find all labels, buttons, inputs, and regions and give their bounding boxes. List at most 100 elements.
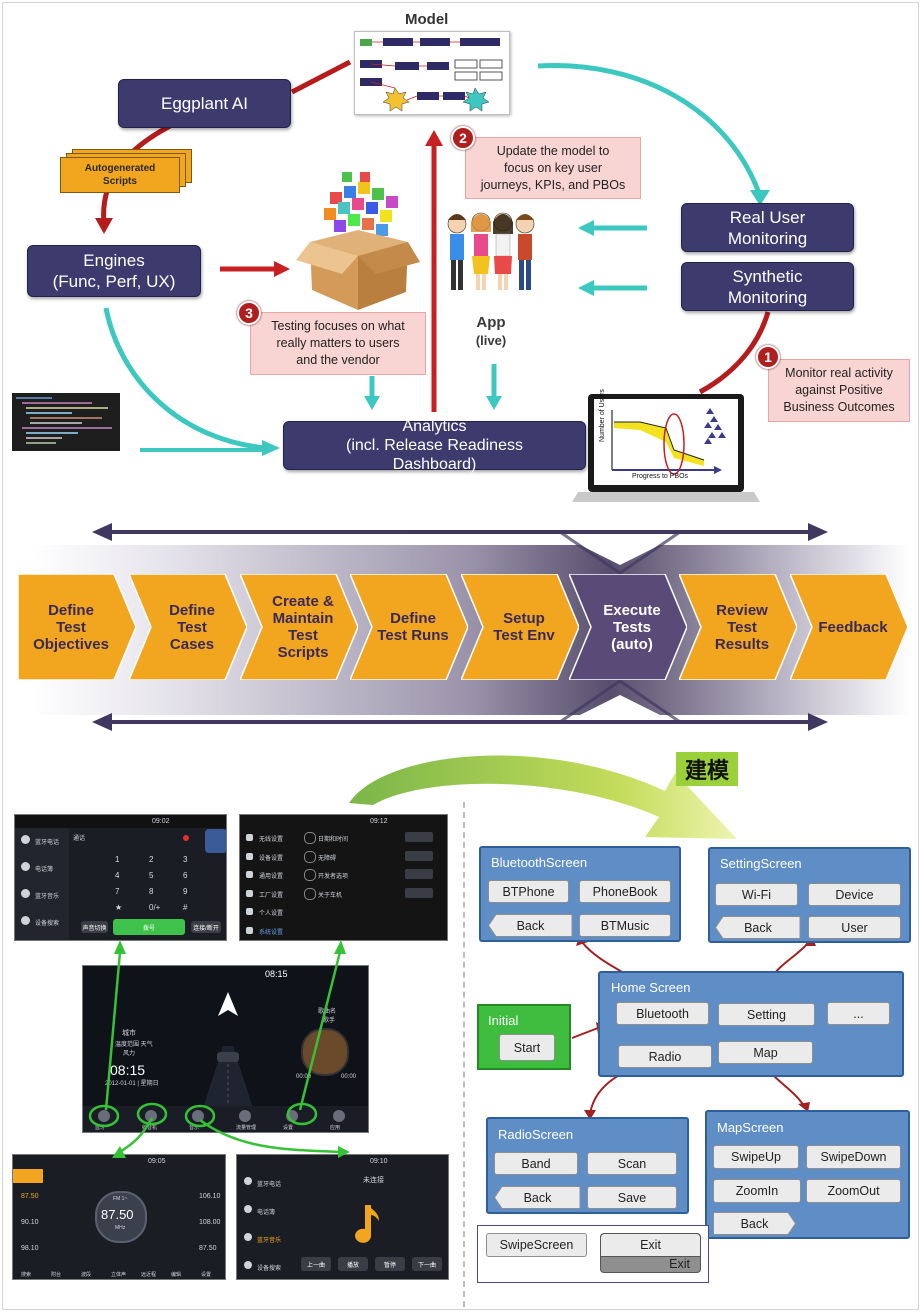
- legend-box: SwipeScreen Exit Exit: [477, 1225, 709, 1283]
- swipeup-button[interactable]: SwipeUp: [713, 1145, 799, 1169]
- keypad-key[interactable]: 4: [115, 871, 120, 880]
- keypad-key[interactable]: #: [183, 903, 188, 912]
- music-menu-item[interactable]: 蓝牙音乐: [257, 1238, 282, 1244]
- radio-preset[interactable]: 87.50: [199, 1245, 217, 1252]
- keypad-key[interactable]: 2: [149, 855, 154, 864]
- keypad-key[interactable]: 9: [183, 887, 188, 896]
- call-menu-item[interactable]: 电话簿: [35, 867, 54, 873]
- settings-menu-icon: [246, 889, 253, 897]
- map-back-button[interactable]: Back: [713, 1212, 796, 1235]
- settings-menu-item[interactable]: 通用设置: [259, 874, 284, 880]
- home-bottom-item[interactable]: 设置: [283, 1125, 294, 1131]
- radio-preset[interactable]: 98.10: [21, 1245, 39, 1252]
- bluetooth-button[interactable]: Bluetooth: [616, 1002, 709, 1025]
- setting-button[interactable]: Setting: [718, 1003, 815, 1026]
- scan-button[interactable]: Scan: [587, 1152, 677, 1175]
- radio-preset[interactable]: 106.10: [199, 1193, 221, 1200]
- analytics-line2: (incl. Release Readiness: [346, 437, 523, 454]
- exit-stack[interactable]: Exit Exit: [600, 1233, 701, 1273]
- swipescreen-button[interactable]: SwipeScreen: [486, 1233, 587, 1257]
- radio-bottom-item[interactable]: 远近程: [141, 1272, 157, 1278]
- keypad-key[interactable]: ★: [115, 903, 123, 912]
- home-date: 2012-01-01 | 星期日: [105, 1081, 159, 1087]
- music-menu-item[interactable]: 电话簿: [257, 1210, 276, 1216]
- home-bottom-item[interactable]: 流量管理: [236, 1125, 257, 1131]
- keypad-key[interactable]: 1: [115, 855, 120, 864]
- dial-button[interactable]: 拨号: [113, 919, 185, 935]
- row-icon: [304, 832, 316, 844]
- call-right-btn[interactable]: 连接/断开: [191, 921, 221, 933]
- device-button[interactable]: Device: [808, 883, 901, 906]
- call-tab: 通话: [73, 836, 86, 842]
- real-user-monitoring-box: Real User Monitoring: [681, 203, 854, 252]
- menu-icon: [21, 862, 30, 871]
- bluetooth-back-button[interactable]: Back: [488, 914, 573, 937]
- more-button[interactable]: ...: [827, 1002, 890, 1025]
- keypad-key[interactable]: 5: [149, 871, 154, 880]
- music-control[interactable]: 上一曲: [301, 1257, 331, 1271]
- radio-bottom-item[interactable]: 搜索: [21, 1272, 32, 1278]
- settings-menu-item[interactable]: 工厂设置: [259, 892, 284, 899]
- music-control[interactable]: 暂停: [375, 1257, 405, 1271]
- radio-bottom-item[interactable]: 波段: [81, 1272, 92, 1278]
- home-bottom-item[interactable]: 收音机: [142, 1125, 158, 1131]
- call-menu-item[interactable]: 设备搜索: [35, 921, 60, 927]
- keypad-key[interactable]: 8: [149, 887, 154, 896]
- home-bottom-item[interactable]: 应用: [330, 1125, 341, 1131]
- call-menu-item[interactable]: 蓝牙电话: [35, 840, 60, 846]
- settings-row[interactable]: 无障碍: [318, 855, 337, 862]
- home-city: 城市: [122, 1030, 136, 1037]
- keypad-key[interactable]: 7: [115, 887, 120, 896]
- home-bottom-item[interactable]: 蓝牙: [95, 1125, 106, 1131]
- zoomin-button[interactable]: ZoomIn: [713, 1179, 801, 1203]
- btphone-button[interactable]: BTPhone: [488, 880, 569, 903]
- music-menu-item[interactable]: 蓝牙电话: [257, 1182, 282, 1188]
- music-menu-item[interactable]: 设备搜索: [257, 1266, 282, 1272]
- music-control[interactable]: 播放: [338, 1257, 368, 1271]
- user-button[interactable]: User: [808, 916, 901, 939]
- badge-1: 1: [756, 345, 780, 369]
- monitor-line2: against Positive: [795, 383, 883, 397]
- settings-menu-item[interactable]: 系统设置: [259, 929, 284, 936]
- eggplant-ai-label: Eggplant AI: [161, 94, 248, 113]
- btmusic-button[interactable]: BTMusic: [579, 914, 671, 937]
- start-button[interactable]: Start: [499, 1034, 555, 1061]
- radio-button[interactable]: Radio: [618, 1045, 712, 1068]
- keypad-key[interactable]: 3: [183, 855, 188, 864]
- phonebook-button[interactable]: PhoneBook: [579, 880, 671, 903]
- settings-menu-item[interactable]: 个人设置: [259, 911, 284, 917]
- settings-menu-item[interactable]: 设备设置: [259, 855, 284, 862]
- synthetic-line2: Monitoring: [727, 287, 808, 307]
- keypad-key[interactable]: 0/+: [149, 903, 161, 912]
- setting-back-button[interactable]: Back: [715, 916, 801, 939]
- call-left-btn[interactable]: 声音切换: [81, 921, 108, 933]
- home-bottom-item[interactable]: 音乐: [189, 1125, 200, 1131]
- music-time: 09:10: [370, 1158, 388, 1165]
- radio-bottom-item[interactable]: 设置: [201, 1272, 212, 1278]
- settings-row[interactable]: 开发者选项: [318, 874, 349, 880]
- settings-row[interactable]: 日期和时间: [318, 837, 349, 843]
- zoomout-button[interactable]: ZoomOut: [806, 1179, 901, 1203]
- music-control[interactable]: 下一曲: [412, 1257, 442, 1271]
- radio-preset[interactable]: 108.00: [199, 1219, 221, 1226]
- keypad-key[interactable]: 6: [183, 871, 188, 880]
- call-menu-item[interactable]: 蓝牙音乐: [35, 894, 60, 900]
- swipedown-button[interactable]: SwipeDown: [806, 1145, 901, 1169]
- radio-preset[interactable]: 87.50: [21, 1193, 39, 1200]
- band-button[interactable]: Band: [494, 1152, 578, 1175]
- map-button[interactable]: Map: [718, 1041, 813, 1064]
- radio-back-button[interactable]: Back: [494, 1186, 581, 1209]
- settings-row[interactable]: 关于车机: [318, 892, 343, 899]
- settings-menu-item[interactable]: 无线设置: [259, 837, 284, 843]
- radio-preset[interactable]: 90.10: [21, 1219, 39, 1226]
- wifi-button[interactable]: Wi-Fi: [715, 883, 798, 906]
- radio-bottom-item[interactable]: 立体声: [111, 1272, 127, 1278]
- save-button[interactable]: Save: [587, 1186, 677, 1209]
- radio-bottom-item[interactable]: 编辑: [171, 1272, 182, 1278]
- dashboard-laptop-icon: Number of Users Progress to PBOs: [570, 389, 760, 504]
- map-title: MapScreen: [717, 1120, 784, 1135]
- radio-bottom-item[interactable]: 附台: [51, 1272, 62, 1278]
